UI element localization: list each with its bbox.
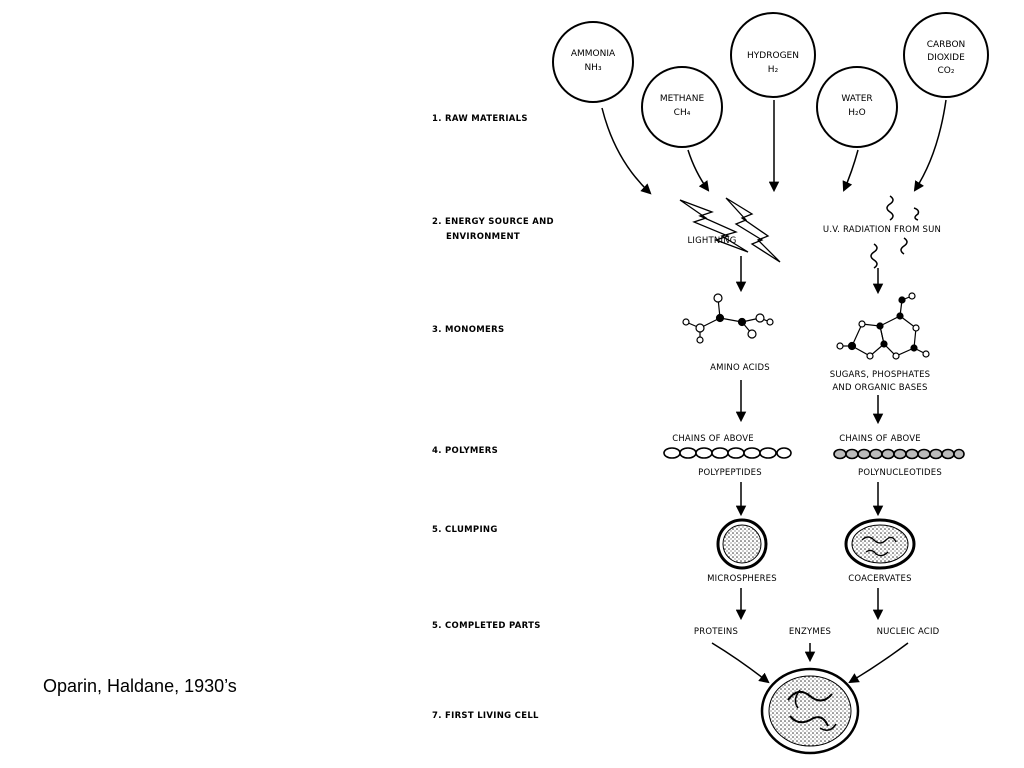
svg-text:H₂O: H₂O bbox=[848, 108, 865, 118]
energy-to-monomer-arrows bbox=[735, 256, 884, 295]
chains-left-label: CHAINS OF ABOVE bbox=[672, 434, 754, 444]
carbon-dioxide-node: CARBON DIOXIDE CO₂ bbox=[903, 12, 989, 98]
step-4-label: 4. POLYMERS bbox=[432, 446, 498, 456]
hydrogen-node: HYDROGEN H₂ bbox=[730, 12, 816, 98]
svg-text:DIOXIDE: DIOXIDE bbox=[927, 53, 965, 63]
raw-materials: AMMONIA NH₃ METHANE CH₄ HYDROGEN H₂ WATE… bbox=[552, 12, 989, 148]
step-3-label: 3. MONOMERS bbox=[432, 325, 504, 335]
step-1-label: 1. RAW MATERIALS bbox=[432, 114, 528, 124]
svg-text:H₂: H₂ bbox=[768, 65, 779, 75]
svg-text:AMMONIA: AMMONIA bbox=[571, 49, 616, 59]
polypeptides-label: POLYPEPTIDES bbox=[698, 468, 762, 478]
svg-text:HYDROGEN: HYDROGEN bbox=[747, 51, 799, 61]
step-5-label: 5. CLUMPING bbox=[432, 525, 498, 535]
proteins-label: PROTEINS bbox=[694, 627, 738, 637]
polymer-to-clumping-arrows bbox=[735, 482, 884, 517]
amino-acid-molecule-icon bbox=[682, 293, 774, 344]
svg-text:CH₄: CH₄ bbox=[674, 108, 691, 118]
svg-text:NH₃: NH₃ bbox=[584, 63, 602, 73]
parts-to-cell-arrows bbox=[711, 642, 909, 684]
microspheres-label: MICROSPHERES bbox=[707, 574, 777, 584]
chains-right-label: CHAINS OF ABOVE bbox=[839, 434, 921, 444]
svg-text:CARBON: CARBON bbox=[927, 40, 966, 50]
sugars-phosphates-label: SUGARS, PHOSPHATES bbox=[830, 370, 931, 380]
polypeptide-chain-icon bbox=[663, 447, 792, 459]
monomer-to-polymer-arrows bbox=[735, 380, 884, 425]
raw-material-arrows bbox=[601, 99, 947, 195]
lightning-label: LIGHTNING bbox=[687, 236, 736, 246]
coacervates-label: COACERVATES bbox=[848, 574, 911, 584]
clumping-to-parts-arrows bbox=[735, 588, 884, 621]
uv-radiation-icon bbox=[870, 195, 920, 269]
microsphere-icon bbox=[716, 518, 768, 570]
enzymes-label: ENZYMES bbox=[789, 627, 831, 637]
water-node: WATER H₂O bbox=[816, 66, 898, 148]
svg-text:CO₂: CO₂ bbox=[938, 66, 955, 76]
step-7-label: 7. FIRST LIVING CELL bbox=[432, 711, 539, 721]
step-2-label-line2: ENVIRONMENT bbox=[446, 232, 520, 242]
methane-node: METHANE CH₄ bbox=[641, 66, 723, 148]
ammonia-node: AMMONIA NH₃ bbox=[552, 21, 634, 103]
svg-text:METHANE: METHANE bbox=[660, 94, 705, 104]
amino-acids-label: AMINO ACIDS bbox=[710, 363, 770, 373]
first-living-cell-icon bbox=[760, 667, 860, 755]
caption-text: Oparin, Haldane, 1930’s bbox=[43, 676, 237, 696]
lightning-icon bbox=[679, 197, 781, 263]
nucleic-acid-label: NUCLEIC ACID bbox=[877, 627, 940, 637]
polynucleotide-chain-icon bbox=[833, 448, 965, 460]
organic-bases-label: AND ORGANIC BASES bbox=[832, 383, 927, 393]
coacervate-icon bbox=[844, 518, 916, 570]
step-2-label: 2. ENERGY SOURCE AND bbox=[432, 217, 554, 227]
uv-radiation-label: U.V. RADIATION FROM SUN bbox=[823, 225, 941, 235]
svg-text:WATER: WATER bbox=[841, 94, 872, 104]
step-labels: 1. RAW MATERIALS 2. ENERGY SOURCE AND EN… bbox=[432, 114, 554, 721]
organic-base-molecule-icon bbox=[836, 292, 930, 360]
step-6-label: 5. COMPLETED PARTS bbox=[432, 621, 541, 631]
polynucleotides-label: POLYNUCLEOTIDES bbox=[858, 468, 942, 478]
